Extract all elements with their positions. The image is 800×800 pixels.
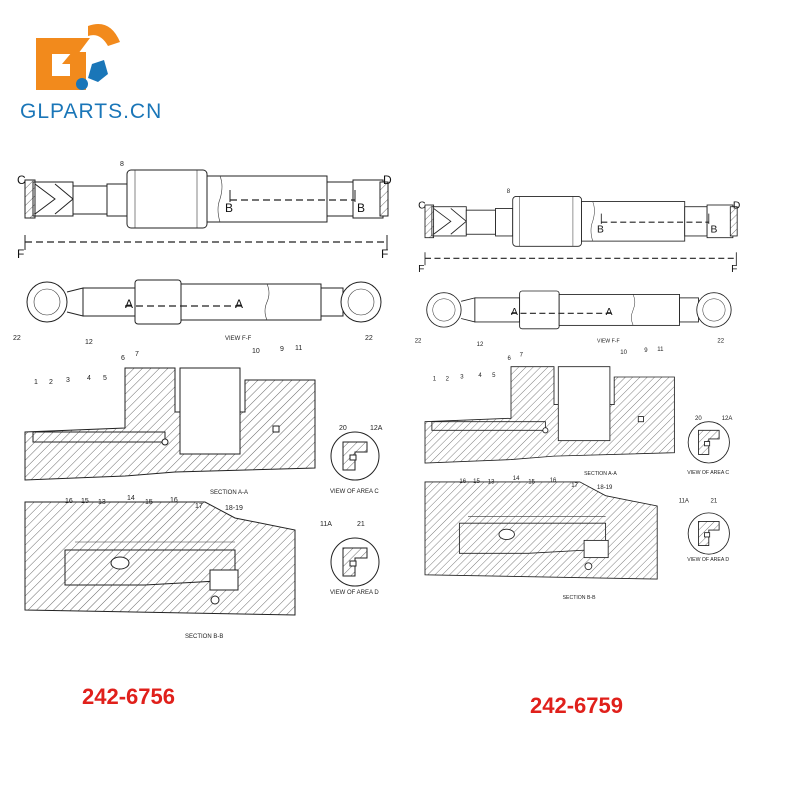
callout-8-left: 8	[120, 161, 124, 168]
label-c-right: C	[418, 200, 426, 211]
label-b1-left: B	[225, 201, 233, 215]
callout-10-left: 10	[252, 348, 260, 355]
label-d-left: D	[383, 173, 392, 187]
label-a1-right: A	[511, 307, 518, 318]
callout-2-right: 2	[446, 376, 450, 382]
callout-12a-right: 12A	[722, 416, 733, 422]
callout-20-left: 20	[339, 425, 347, 432]
label-b1-right: B	[597, 225, 604, 236]
callout-8-right: 8	[507, 189, 511, 195]
callout-6-left: 6	[121, 355, 125, 362]
glparts-logo: GLPARTS.CN	[20, 24, 162, 123]
label-b2-right: B	[711, 225, 718, 236]
label-a2-right: A	[606, 307, 613, 318]
callout-9-right: 9	[644, 348, 648, 354]
caption-view-ff-left: VIEW F-F	[225, 336, 252, 342]
callout-11a-right: 11A	[679, 499, 689, 505]
caption-section-aa-right: SECTION A-A	[584, 471, 617, 477]
callout-3-left: 3	[66, 377, 70, 384]
callout-4-right: 4	[478, 373, 482, 379]
label-b2-left: B	[357, 201, 365, 215]
callout-10-right: 10	[620, 350, 627, 356]
callout-5-left: 5	[103, 375, 107, 382]
callout-22b-left: 22	[365, 335, 373, 342]
callout-1-right: 1	[433, 376, 437, 382]
part-number-left: 242-6756	[82, 684, 175, 709]
callout-22a-right: 22	[415, 339, 422, 345]
caption-section-bb-right: SECTION B-B	[563, 595, 597, 601]
callout-20-right: 20	[695, 416, 702, 422]
caption-view-c-left: VIEW OF AREA C	[330, 489, 379, 495]
label-d-right: D	[733, 200, 740, 211]
callout-17-right: 17	[571, 483, 578, 489]
label-f2-left: F	[381, 247, 388, 261]
label-f2-right: F	[731, 264, 737, 275]
callout-16a-right: 16	[459, 479, 466, 485]
callout-12-left: 12	[85, 339, 93, 346]
drawing-left: C D B B F F A A VIEW F-F SECTION A-A SEC…	[13, 161, 392, 640]
label-f1-right: F	[418, 264, 424, 275]
part-number-right: 242-6759	[530, 693, 623, 718]
callout-15b-right: 15	[528, 480, 535, 486]
callout-11-left: 11	[295, 345, 302, 352]
callout-7-right: 7	[520, 352, 524, 358]
logo-text: GLPARTS.CN	[20, 100, 162, 123]
caption-view-d-left: VIEW OF AREA D	[330, 590, 379, 596]
callout-21-left: 21	[357, 521, 365, 528]
callout-5-right: 5	[492, 373, 496, 379]
callout-22a-left: 22	[13, 335, 21, 342]
callout-14-right: 14	[513, 476, 520, 482]
caption-section-aa-left: SECTION A-A	[210, 490, 248, 496]
callout-12-right: 12	[477, 342, 484, 348]
caption-view-d-right: VIEW OF AREA D	[687, 557, 729, 563]
callout-13-right: 13	[488, 480, 495, 486]
callout-3-right: 3	[460, 375, 464, 381]
logo-g-shape	[36, 38, 90, 90]
label-a2-left: A	[235, 297, 243, 311]
callout-16b-left: 16	[170, 497, 178, 504]
callout-17-left: 17	[195, 503, 203, 510]
label-c-left: C	[17, 173, 26, 187]
gear-g-icon	[36, 24, 120, 90]
caption-view-ff-right: VIEW F-F	[597, 339, 620, 345]
callout-1819-right: 18-19	[597, 485, 613, 491]
callout-2-left: 2	[49, 379, 53, 386]
callout-11a-left: 11A	[320, 521, 332, 528]
callout-13-left: 13	[98, 499, 106, 506]
callout-21-right: 21	[711, 499, 718, 505]
callout-22b-right: 22	[717, 339, 724, 345]
callout-16b-right: 16	[550, 478, 557, 484]
drawing-right: C D B B F F A A VIEW F-F SECTION A-A SEC…	[415, 189, 741, 601]
callout-15a-right: 15	[473, 479, 480, 485]
callout-14-left: 14	[127, 495, 135, 502]
label-a1-left: A	[125, 297, 133, 311]
callout-9-left: 9	[280, 346, 284, 353]
callout-1-left: 1	[34, 379, 38, 386]
caption-view-c-right: VIEW OF AREA C	[687, 470, 729, 476]
callout-6-right: 6	[508, 356, 512, 362]
callout-1819-left: 18-19	[225, 505, 243, 512]
callout-4-left: 4	[87, 375, 91, 382]
callout-12a-left: 12A	[370, 425, 383, 432]
callout-7-left: 7	[135, 351, 139, 358]
label-f1-left: F	[17, 247, 24, 261]
callout-16a-left: 16	[65, 498, 73, 505]
caption-section-bb-left: SECTION B-B	[185, 634, 223, 640]
callout-11-right: 11	[657, 347, 664, 353]
callout-15b-left: 15	[145, 499, 153, 506]
callout-15a-left: 15	[81, 498, 89, 505]
